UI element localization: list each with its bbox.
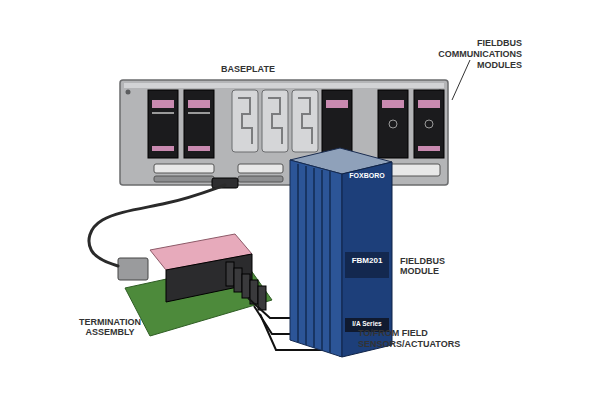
baseplate-body — [120, 80, 448, 185]
module-side — [290, 160, 342, 357]
part-label: FIELDBUS MODULE — [400, 256, 462, 277]
fieldbus-module-art — [290, 148, 392, 357]
terminal-body — [166, 254, 252, 302]
part-label: TO/FROM FIELD SENSORS/ACTUATORS — [358, 328, 448, 350]
termination-assembly-art — [118, 234, 272, 336]
part-label: TERMINATION ASSEMBLY — [72, 317, 148, 338]
cable-connector — [118, 258, 148, 280]
cable-connector — [89, 185, 225, 266]
module-ribs — [298, 164, 330, 353]
small-module — [148, 90, 444, 158]
fieldbus-module: FOXBOROFBM201I/A SeriesFIELDBUS MODULE — [290, 148, 392, 358]
part-label: BASEPLATE — [208, 64, 288, 74]
leader-line — [452, 60, 470, 100]
empty-slot — [232, 90, 318, 152]
part-label: FIELDBUS COMMUNICATIONS MODULES — [392, 38, 522, 70]
model-number: FBM201 — [342, 256, 392, 265]
baseplate-edge — [124, 83, 444, 88]
brand-text: FOXBORO — [342, 172, 392, 180]
termination-assembly: TERMINATION ASSEMBLY — [118, 238, 268, 338]
mounting-hole — [126, 90, 131, 95]
series-text: I/A Series — [342, 320, 392, 327]
module-front — [342, 162, 392, 357]
baseplate: BASEPLATE — [120, 80, 448, 185]
terminal-block — [226, 262, 266, 310]
cable-plug — [212, 178, 238, 188]
